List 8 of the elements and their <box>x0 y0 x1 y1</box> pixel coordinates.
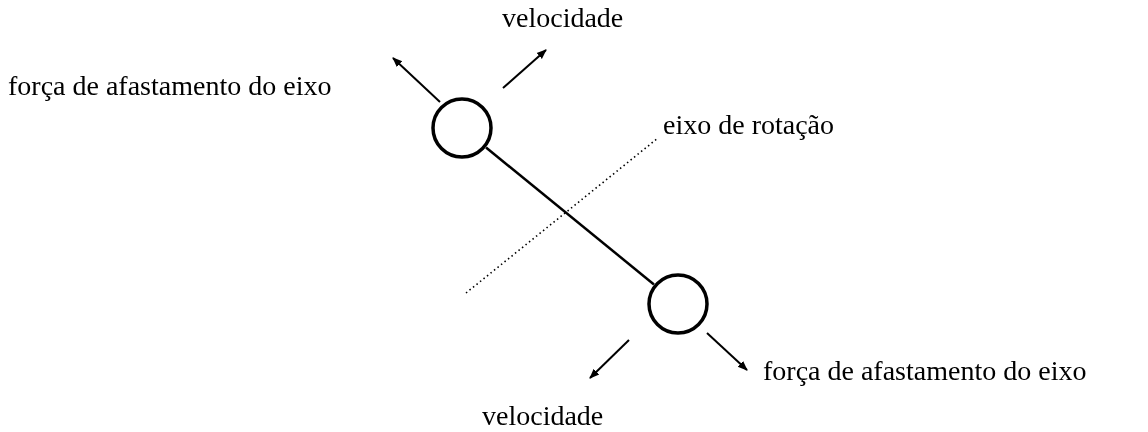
velocity-label: velocidade <box>502 4 624 32</box>
axis-label: eixo de rotação <box>663 111 835 139</box>
force-label: força de afastamento do eixo <box>8 72 332 100</box>
circle-mass <box>647 273 709 335</box>
force-label: força de afastamento do eixo <box>763 357 1087 385</box>
circle-mass <box>431 97 493 159</box>
velocity-label: velocidade <box>482 402 604 430</box>
connecting-rod <box>485 146 655 286</box>
